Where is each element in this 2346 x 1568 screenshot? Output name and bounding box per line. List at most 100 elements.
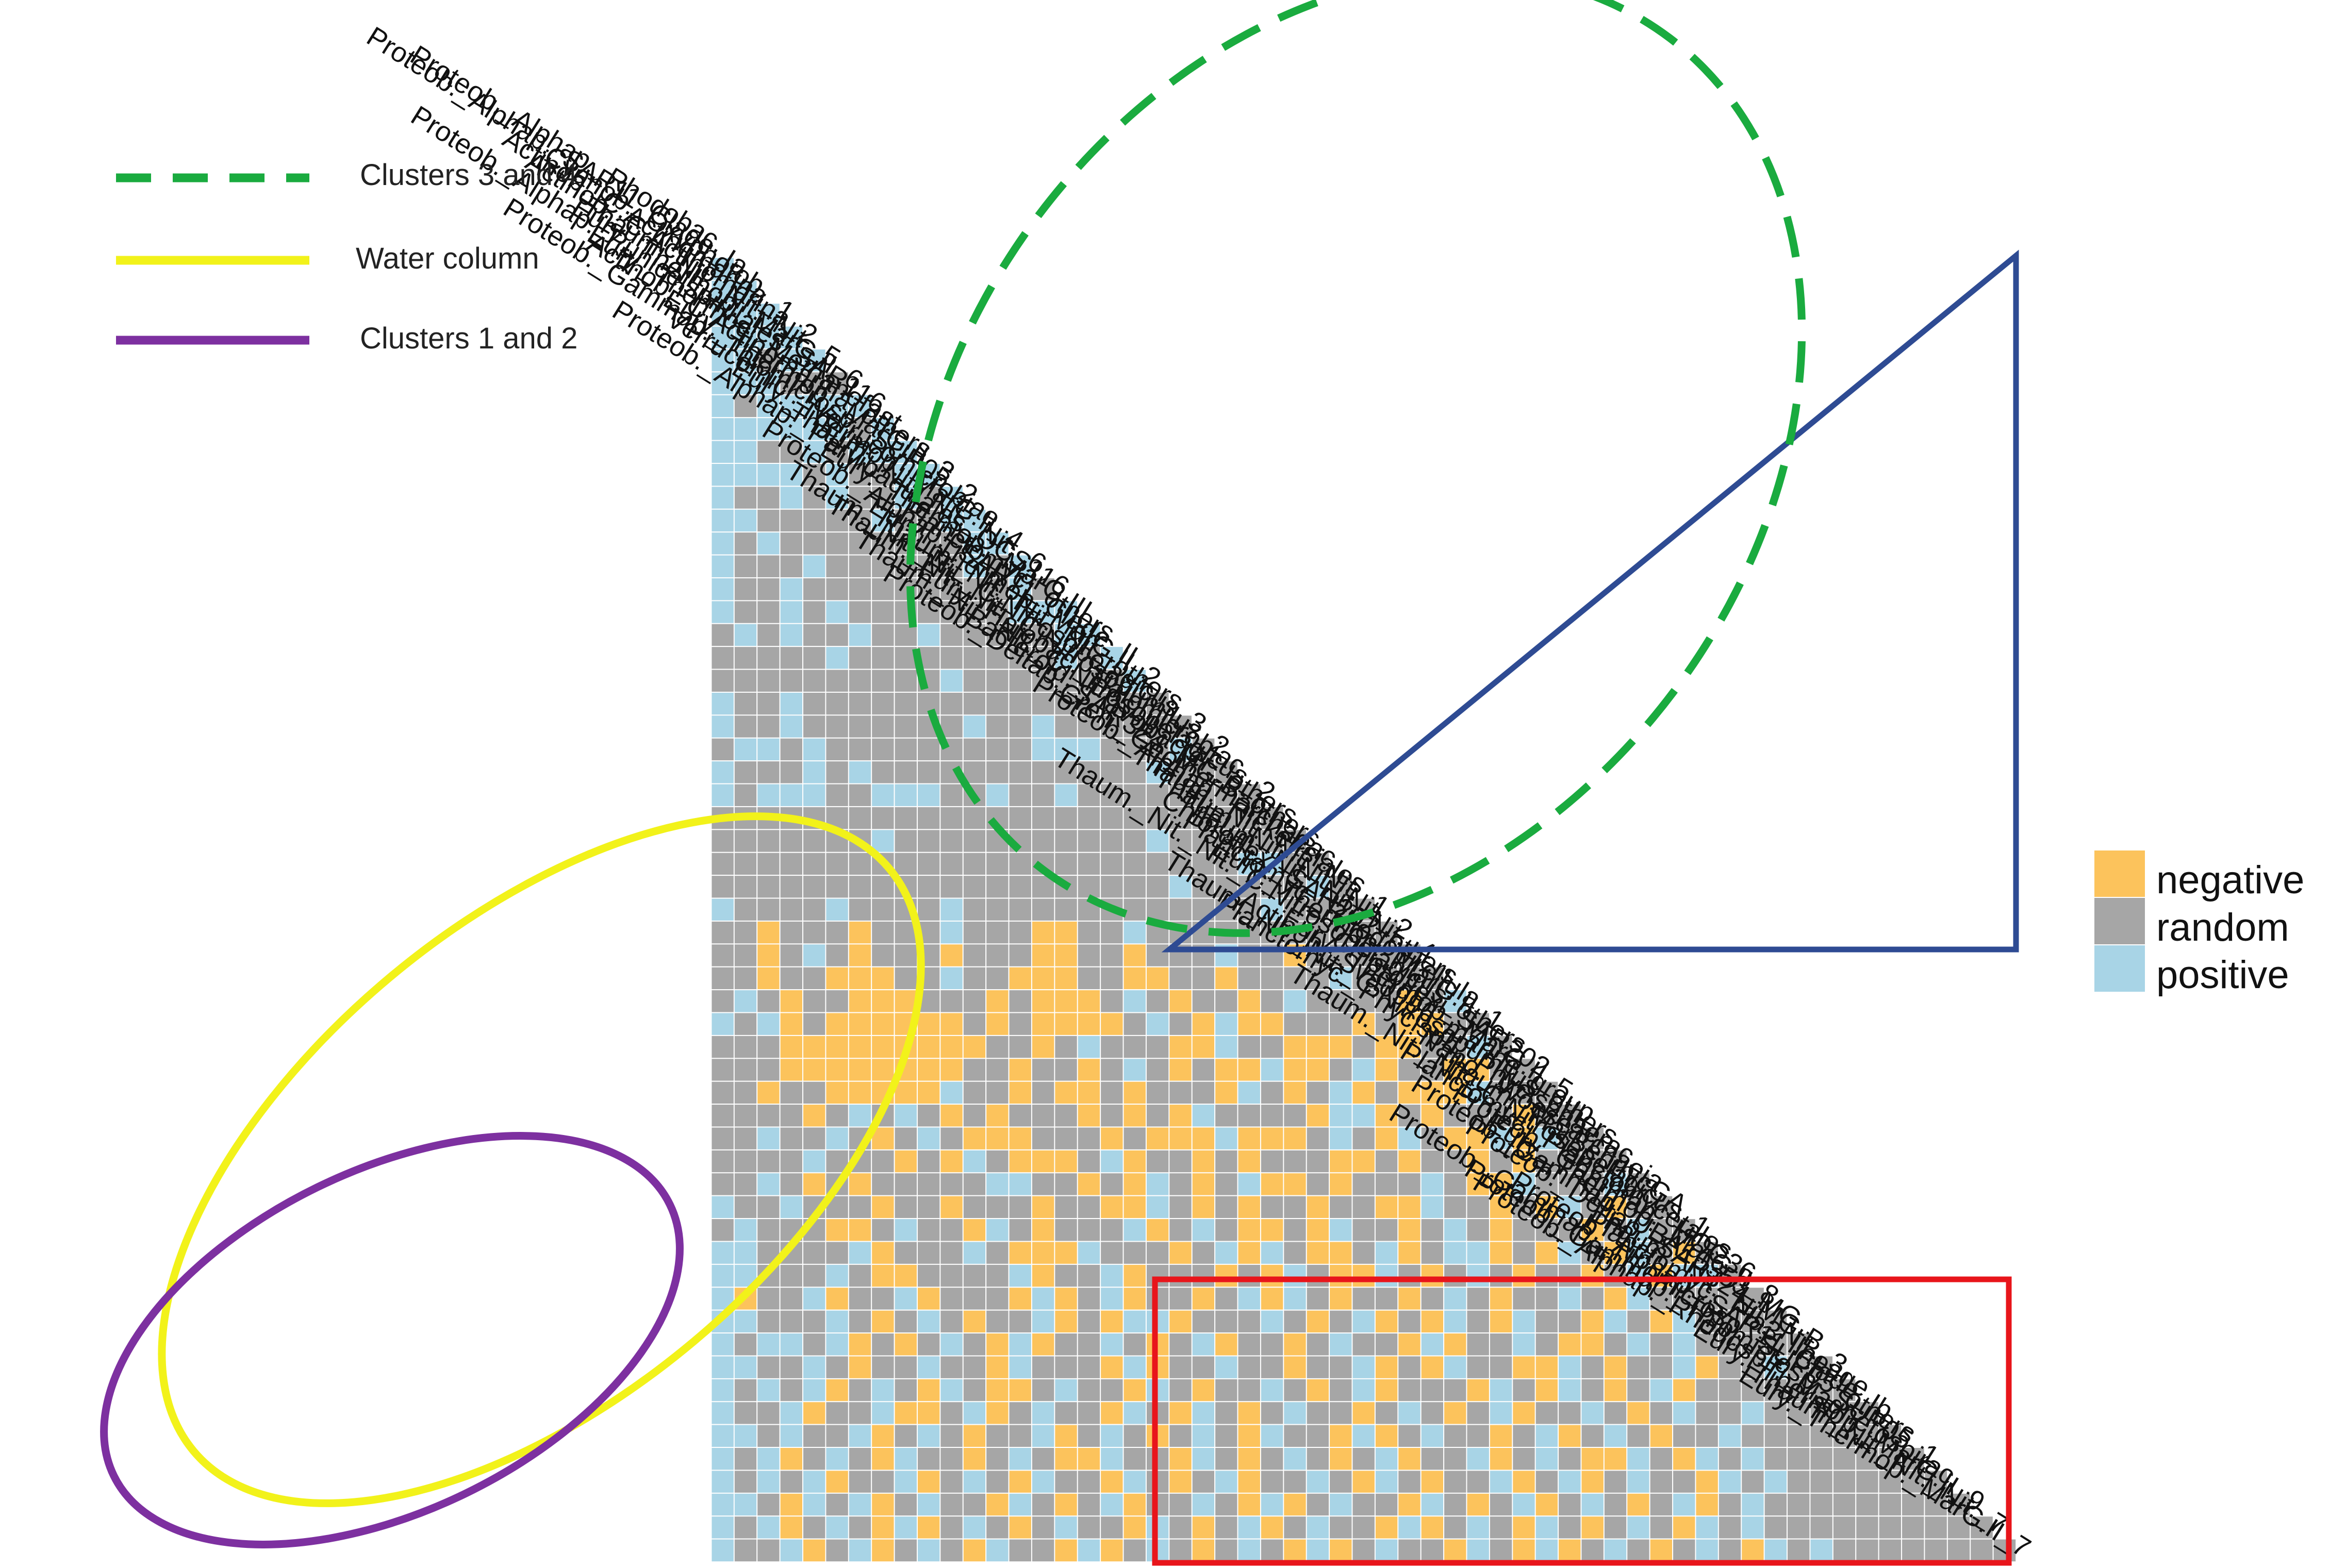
heatmap-cell xyxy=(1260,1149,1284,1174)
heatmap-cell xyxy=(871,1263,895,1288)
heatmap-cell xyxy=(1145,1241,1170,1265)
heatmap-cell xyxy=(1489,1263,1513,1288)
heatmap-cell xyxy=(1466,1538,1491,1563)
heatmap-cell xyxy=(756,714,781,739)
heatmap-cell xyxy=(1306,897,1330,922)
heatmap-cell xyxy=(711,714,735,739)
heatmap-cell xyxy=(962,1424,987,1448)
heatmap-cell xyxy=(1100,1058,1124,1082)
heatmap-cell xyxy=(1260,1378,1284,1403)
heatmap-cell xyxy=(1489,1538,1513,1563)
heatmap-cell xyxy=(871,1515,895,1540)
heatmap-cell xyxy=(1420,1309,1445,1334)
heatmap-cell xyxy=(1031,1355,1055,1380)
heatmap-cell xyxy=(1077,1332,1101,1357)
heatmap-cell xyxy=(871,1241,895,1265)
heatmap-cell xyxy=(756,1378,781,1403)
heatmap-cell xyxy=(871,554,895,579)
heatmap-cell xyxy=(894,760,918,785)
heatmap-cell xyxy=(1351,966,1376,991)
heatmap-cell xyxy=(711,440,735,464)
heatmap-cell xyxy=(802,920,827,945)
heatmap-cell xyxy=(1122,1149,1147,1174)
heatmap-cell xyxy=(1603,1355,1628,1380)
heatmap-cell xyxy=(1970,1538,1994,1563)
heatmap-cell xyxy=(1306,1263,1330,1288)
heatmap-cell xyxy=(894,1263,918,1288)
heatmap-cell xyxy=(825,943,849,968)
heatmap-cell xyxy=(1122,1355,1147,1380)
heatmap-cell xyxy=(939,829,964,853)
heatmap-cell xyxy=(1191,1515,1216,1540)
heatmap-cell xyxy=(802,1104,827,1128)
heatmap-cell xyxy=(1100,1538,1124,1563)
heatmap-cell xyxy=(1374,1080,1399,1105)
heatmap-cell xyxy=(711,989,735,1013)
heatmap-cell xyxy=(1626,1447,1650,1471)
heatmap-cell xyxy=(1603,1401,1628,1425)
heatmap-cell xyxy=(939,1424,964,1448)
heatmap-cell xyxy=(871,691,895,716)
heatmap-cell xyxy=(916,783,941,808)
heatmap-cell xyxy=(1031,1126,1055,1151)
heatmap-cell xyxy=(962,508,987,533)
heatmap-cell xyxy=(779,1515,804,1540)
heatmap-cell xyxy=(825,508,849,533)
heatmap-cell xyxy=(1100,1355,1124,1380)
heatmap-cell xyxy=(1260,966,1284,991)
heatmap-cell xyxy=(733,486,758,510)
heatmap-cell xyxy=(756,1080,781,1105)
heatmap-cell xyxy=(1122,966,1147,991)
heatmap-cell xyxy=(1558,1515,1582,1540)
heatmap-cell xyxy=(1260,1355,1284,1380)
heatmap-cell xyxy=(711,646,735,670)
heatmap-cell xyxy=(939,897,964,922)
heatmap-cell xyxy=(1672,1515,1696,1540)
heatmap-cell xyxy=(1534,1470,1559,1494)
heatmap-cell xyxy=(1145,1172,1170,1196)
heatmap-cell xyxy=(825,1126,849,1151)
heatmap-cell xyxy=(1855,1424,1879,1448)
heatmap-cell xyxy=(1489,1492,1513,1517)
heatmap-cell xyxy=(711,1492,735,1517)
heatmap-cell xyxy=(1420,1470,1445,1494)
heatmap-cell xyxy=(1489,1378,1513,1403)
heatmap-cell xyxy=(1214,783,1238,808)
heatmap-cell xyxy=(1443,1355,1467,1380)
heatmap-cell xyxy=(1466,1263,1491,1288)
heatmap-cell xyxy=(779,1332,804,1357)
heatmap-cell xyxy=(1191,1492,1216,1517)
heatmap-cell xyxy=(1122,1126,1147,1151)
heatmap-cell xyxy=(1008,1195,1033,1220)
heatmap-cell xyxy=(779,348,804,373)
heatmap-cell xyxy=(1237,1378,1262,1403)
heatmap-cell xyxy=(1237,1355,1262,1380)
heatmap-cell xyxy=(1168,737,1193,762)
heatmap-cell xyxy=(1351,1355,1376,1380)
heatmap-cell xyxy=(848,600,872,624)
heatmap-cell xyxy=(733,1447,758,1471)
heatmap-cell xyxy=(1466,1424,1491,1448)
heatmap-cell xyxy=(1214,1309,1238,1334)
heatmap-cell xyxy=(1306,1195,1330,1220)
heatmap-cell xyxy=(1717,1263,1742,1288)
heatmap-cell xyxy=(871,623,895,647)
heatmap-cell xyxy=(1763,1332,1788,1357)
heatmap-cell xyxy=(1077,1263,1101,1288)
heatmap-cell xyxy=(1283,1401,1307,1425)
heatmap-cell xyxy=(711,486,735,510)
heatmap-cell xyxy=(779,1538,804,1563)
heatmap-cell xyxy=(779,875,804,899)
heatmap-cell xyxy=(1168,1470,1193,1494)
heatmap-cell xyxy=(939,623,964,647)
heatmap-cell xyxy=(733,1195,758,1220)
heatmap-cell xyxy=(1351,1332,1376,1357)
heatmap-cell xyxy=(1168,989,1193,1013)
heatmap-cell xyxy=(1374,1126,1399,1151)
heatmap-cell xyxy=(779,1470,804,1494)
heatmap-cell xyxy=(1031,1012,1055,1037)
heatmap-cell xyxy=(756,920,781,945)
heatmap-cell xyxy=(1351,1241,1376,1265)
heatmap-cell xyxy=(711,966,735,991)
heatmap-cell xyxy=(1512,1263,1536,1288)
